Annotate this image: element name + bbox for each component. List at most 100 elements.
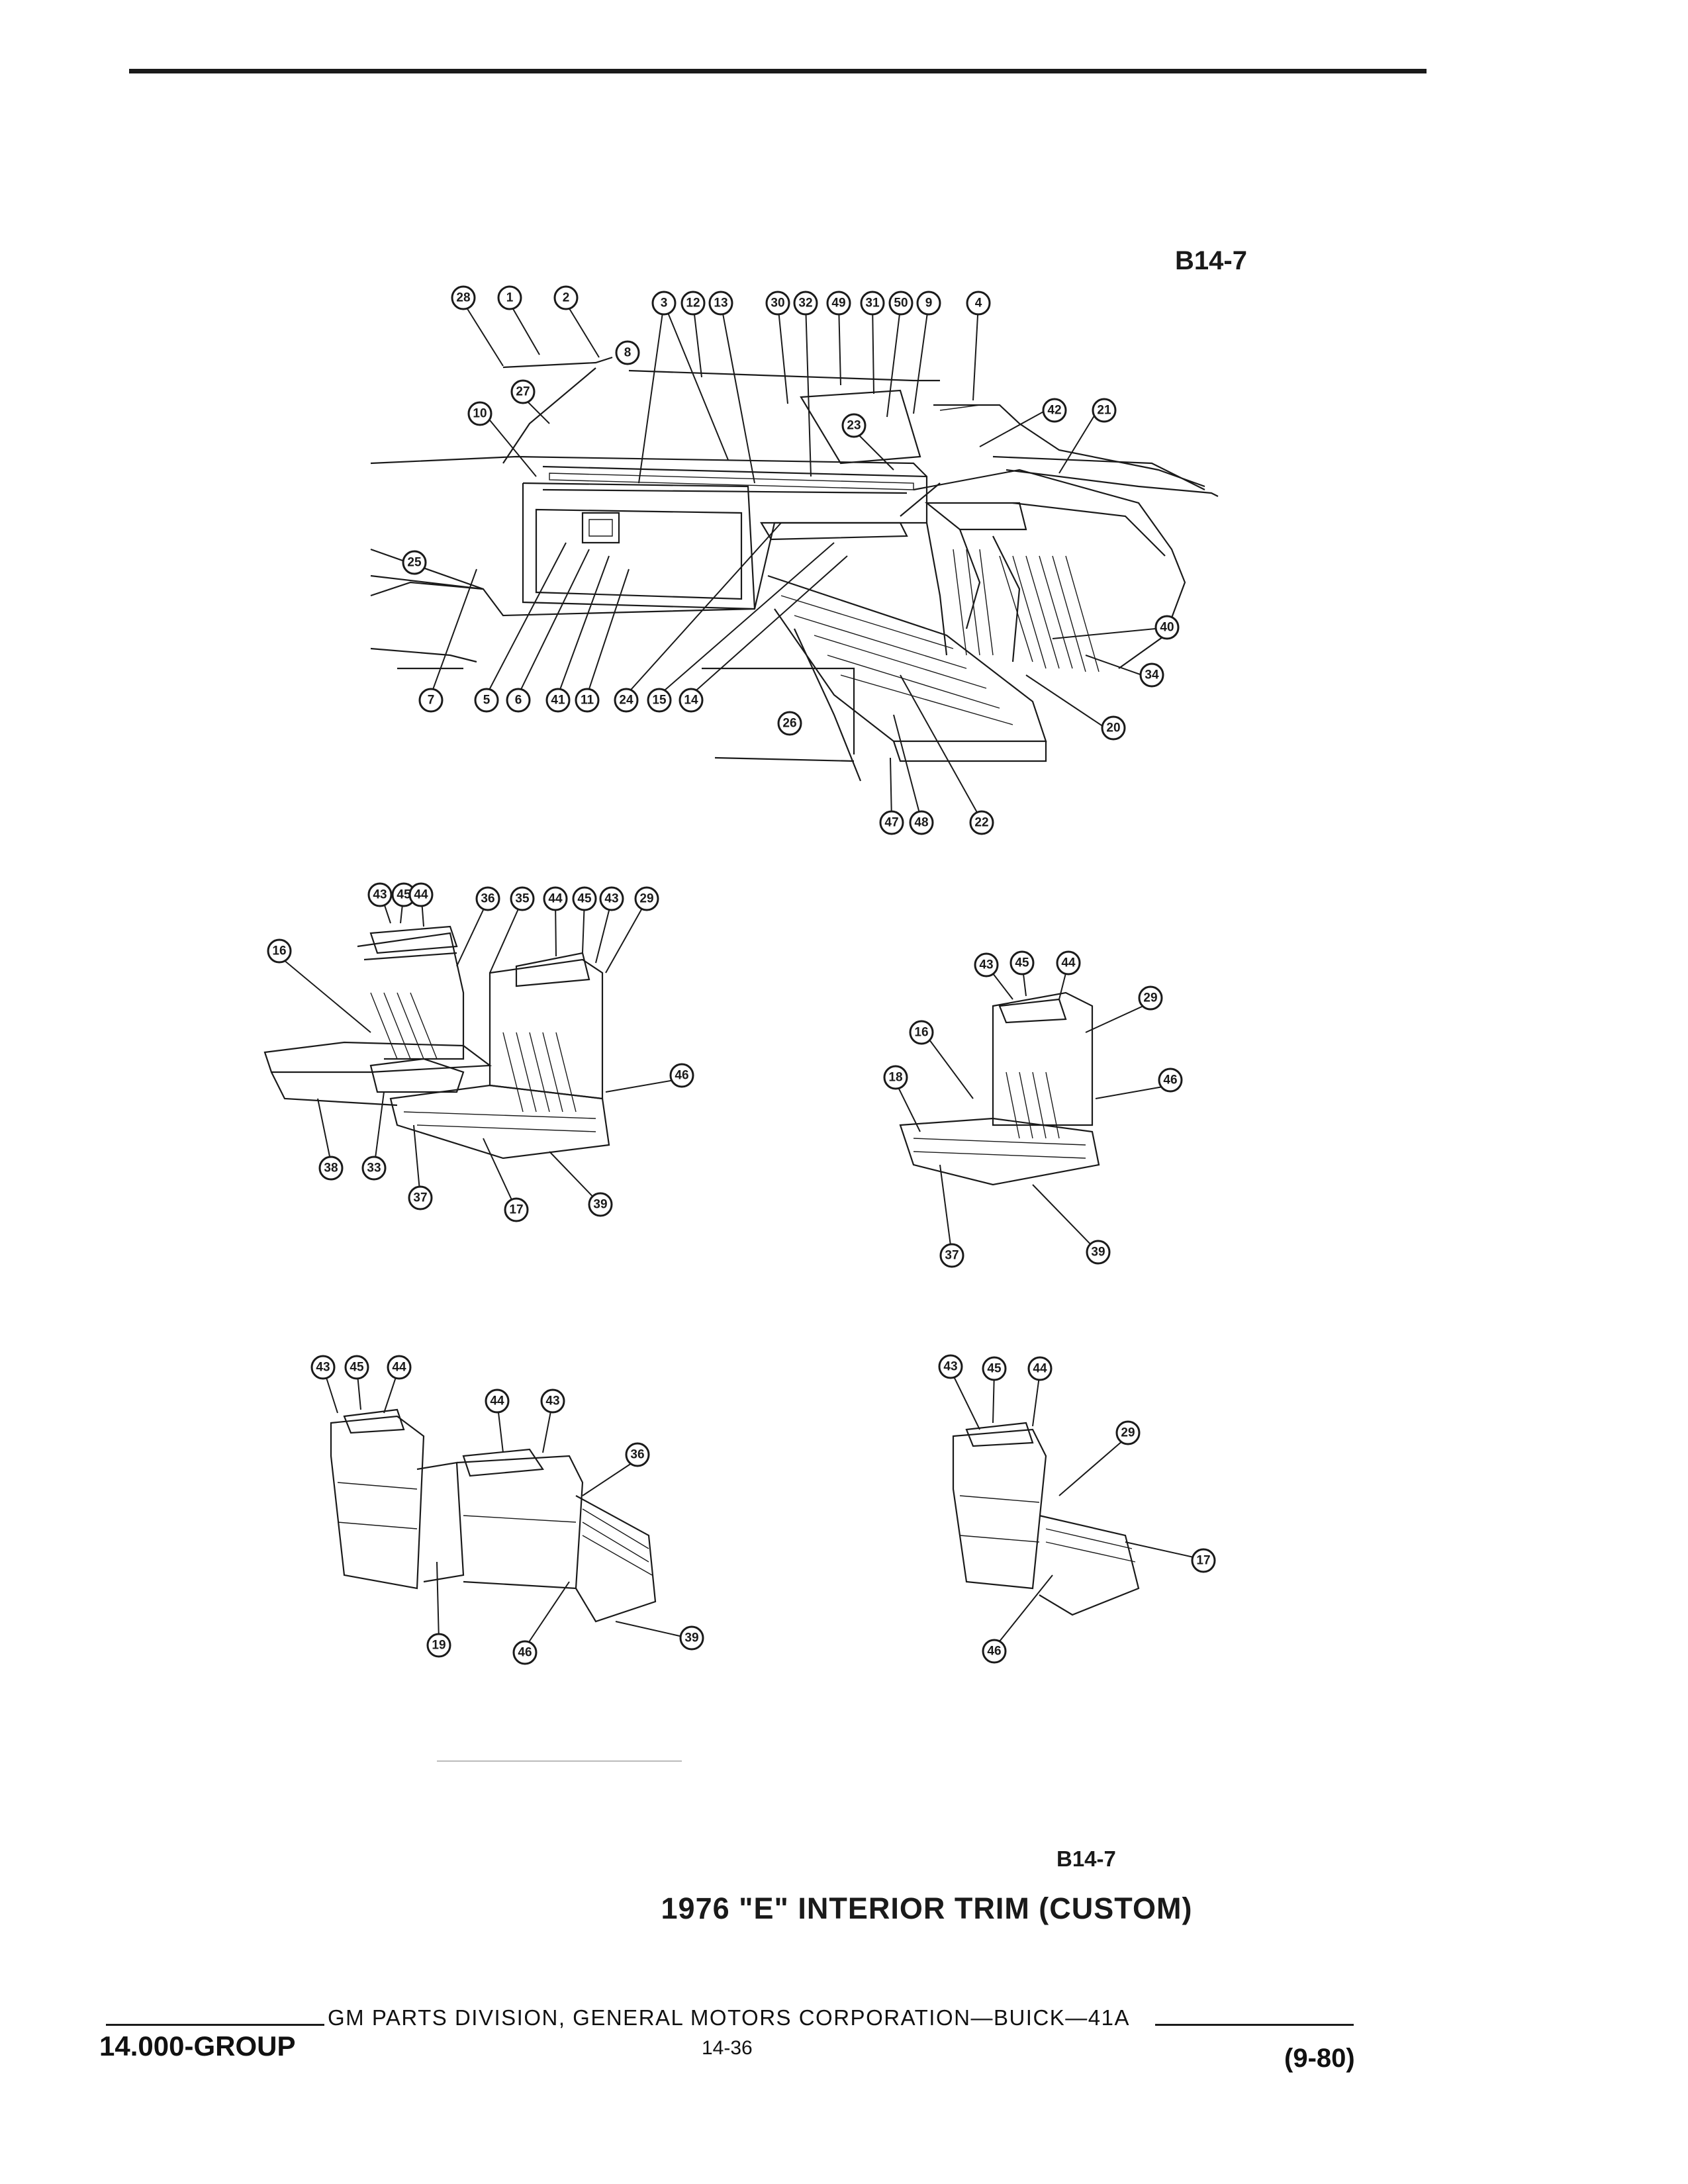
callout-29: 29 <box>634 886 659 911</box>
callout-43: 43 <box>599 886 624 911</box>
svg-text:12: 12 <box>686 296 700 310</box>
front-bench-seat-drawing <box>263 925 610 1160</box>
callout-45: 45 <box>572 886 597 911</box>
callout-2: 2 <box>553 285 579 310</box>
svg-text:39: 39 <box>684 1631 698 1645</box>
svg-text:43: 43 <box>604 892 618 906</box>
rear-bucket-cushion <box>1039 1514 1140 1616</box>
callout-16: 16 <box>909 1020 934 1045</box>
svg-text:45: 45 <box>350 1361 364 1375</box>
svg-text:17: 17 <box>1196 1554 1210 1568</box>
svg-text:42: 42 <box>1047 404 1061 418</box>
callout-23: 23 <box>841 413 867 438</box>
callout-24: 24 <box>614 688 639 713</box>
callout-6: 6 <box>506 688 531 713</box>
front-bucket-seat-drawing <box>899 991 1100 1186</box>
callout-46: 46 <box>982 1639 1007 1664</box>
footer-group: 14.000-GROUP <box>99 2030 296 2062</box>
svg-text:44: 44 <box>392 1361 406 1375</box>
faint-rule <box>437 1760 682 1762</box>
callout-42: 42 <box>1042 398 1067 423</box>
rear-bench-cushion <box>575 1495 657 1623</box>
callout-19: 19 <box>426 1633 451 1658</box>
bucket-seat-cushion <box>899 1117 1100 1186</box>
seat-back-right <box>489 958 604 1100</box>
svg-text:25: 25 <box>407 556 422 570</box>
footer-page-number: 14-36 <box>702 2037 753 2059</box>
callout-48: 48 <box>909 810 934 835</box>
svg-text:44: 44 <box>1033 1362 1047 1376</box>
callout-8: 8 <box>615 340 640 365</box>
callout-43: 43 <box>938 1354 963 1379</box>
callout-29: 29 <box>1138 985 1163 1011</box>
svg-text:31: 31 <box>865 296 880 310</box>
callout-41: 41 <box>545 688 571 713</box>
svg-text:37: 37 <box>413 1191 427 1205</box>
rear-seat-back <box>913 469 1186 669</box>
top-rule <box>129 69 1427 73</box>
svg-text:27: 27 <box>516 385 530 399</box>
callout-44: 44 <box>387 1355 412 1380</box>
callout-4: 4 <box>966 291 991 316</box>
svg-text:21: 21 <box>1097 404 1111 418</box>
callout-44: 44 <box>485 1388 510 1414</box>
callout-40: 40 <box>1154 615 1180 640</box>
callout-7: 7 <box>418 688 444 713</box>
door-handle-escutcheon <box>581 512 620 544</box>
callout-39: 39 <box>588 1192 613 1217</box>
callout-27: 27 <box>510 379 536 404</box>
svg-text:35: 35 <box>515 892 530 906</box>
svg-text:39: 39 <box>593 1198 607 1212</box>
leader-lines <box>279 302 1200 1649</box>
callout-5: 5 <box>474 688 499 713</box>
svg-text:28: 28 <box>456 291 470 305</box>
callout-43: 43 <box>367 882 393 907</box>
svg-text:43: 43 <box>373 888 387 902</box>
callout-34: 34 <box>1139 662 1164 688</box>
callout-49: 49 <box>826 291 851 316</box>
callout-44: 44 <box>543 886 568 911</box>
svg-text:1: 1 <box>506 291 514 305</box>
callout-43: 43 <box>974 952 999 978</box>
svg-text:46: 46 <box>1163 1073 1177 1087</box>
callout-16: 16 <box>267 938 292 964</box>
svg-text:18: 18 <box>888 1071 902 1085</box>
callout-44: 44 <box>1056 950 1081 976</box>
svg-text:37: 37 <box>945 1249 959 1263</box>
callout-1: 1 <box>497 285 522 310</box>
callout-50: 50 <box>888 291 914 316</box>
svg-text:46: 46 <box>675 1069 688 1083</box>
svg-text:11: 11 <box>581 694 594 707</box>
bucket-seat-back <box>992 991 1094 1126</box>
svg-text:44: 44 <box>548 892 563 906</box>
svg-text:43: 43 <box>545 1394 559 1408</box>
callout-37: 37 <box>408 1185 433 1210</box>
callout-36: 36 <box>625 1442 650 1467</box>
svg-text:47: 47 <box>884 816 898 830</box>
rear-seat-cushion <box>767 574 1047 743</box>
svg-text:29: 29 <box>639 892 653 906</box>
callout-35: 35 <box>510 886 535 911</box>
callout-33: 33 <box>361 1156 387 1181</box>
svg-text:8: 8 <box>624 346 632 360</box>
callout-46: 46 <box>512 1640 538 1665</box>
callout-11: 11 <box>575 688 600 713</box>
svg-text:45: 45 <box>577 892 592 906</box>
callout-47: 47 <box>879 810 904 835</box>
rear-bench-back-right <box>456 1455 584 1590</box>
svg-text:6: 6 <box>515 694 522 707</box>
svg-text:14: 14 <box>684 694 698 707</box>
rear-view-bucket-drawing <box>952 1422 1140 1616</box>
footer-date: (9-80) <box>1284 2044 1355 2073</box>
callout-28: 28 <box>451 285 476 310</box>
windshield-trim-upper <box>502 356 613 369</box>
svg-text:16: 16 <box>272 944 286 958</box>
callout-43: 43 <box>310 1355 336 1380</box>
callout-10: 10 <box>467 401 492 426</box>
svg-text:36: 36 <box>630 1448 644 1462</box>
seat-cushion-left <box>263 1041 492 1073</box>
callout-37: 37 <box>939 1243 964 1268</box>
seat-cushion-right <box>389 1084 610 1160</box>
svg-text:10: 10 <box>473 407 487 421</box>
rear-view-bench-drawing <box>330 1408 657 1623</box>
